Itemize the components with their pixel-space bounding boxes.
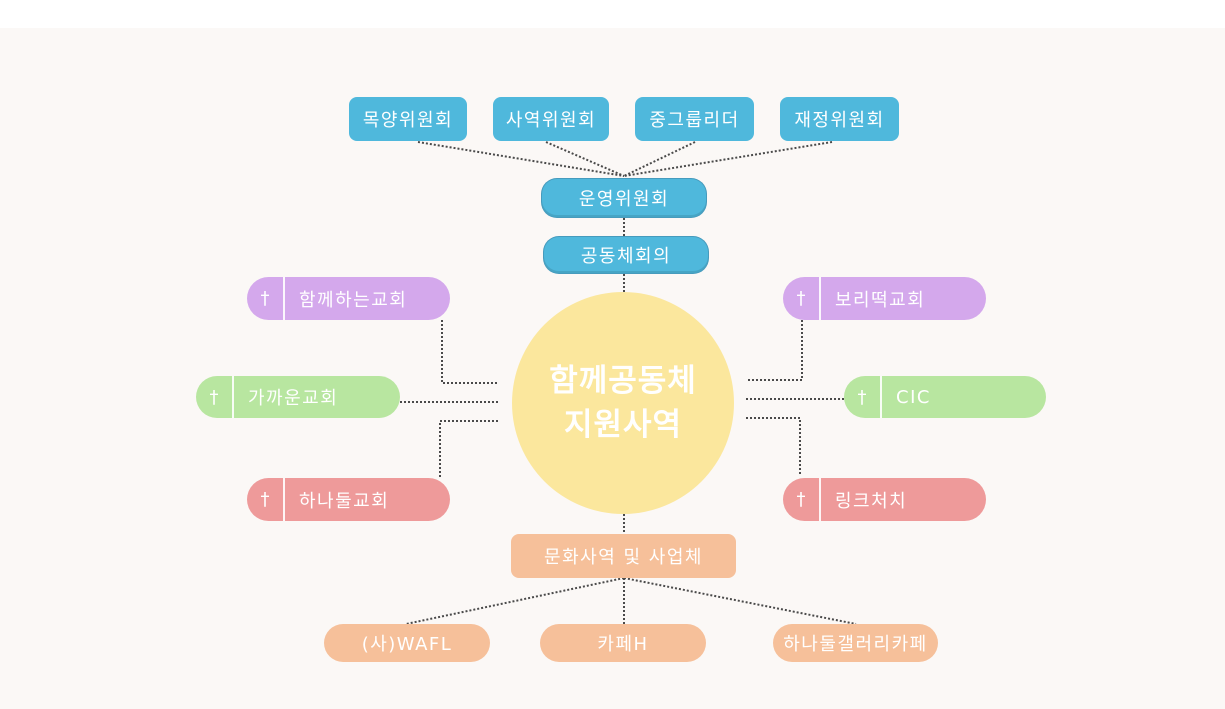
committee-box-ministry: 사역위원회 [493, 97, 609, 141]
church-box-left-3: † 하나둘교회 [247, 478, 450, 521]
church-box-right-2: † CIC [844, 376, 1046, 418]
cross-icon: † [844, 376, 882, 418]
connector-business-1 [405, 577, 625, 625]
cross-icon: † [196, 376, 234, 418]
center-title-line2: 지원사역 [563, 407, 683, 443]
center-circle: 함께공동체 지원사역 [512, 292, 734, 514]
church-box-right-3: † 링크처치 [783, 478, 986, 521]
business-box-cafe-h: 카페H [540, 624, 706, 662]
church-name: 함께하는교회 [299, 289, 408, 311]
connector-committee-4 [623, 141, 833, 177]
church-name: 보리떡교회 [835, 289, 926, 311]
business-box-wafl: (사)WAFL [324, 624, 490, 662]
church-name: CIC [896, 386, 931, 408]
church-name: 하나둘교회 [299, 490, 390, 512]
church-name: 링크처치 [835, 490, 908, 512]
center-title-line1: 함께공동체 [549, 363, 697, 399]
cross-icon: † [783, 478, 821, 521]
connector-right-1 [746, 320, 803, 381]
committee-box-group-leaders: 중그룹리더 [635, 97, 754, 141]
connector-committee-2 [545, 141, 625, 177]
church-name: 가까운교회 [248, 388, 339, 409]
cross-icon: † [783, 277, 821, 320]
church-box-left-1: † 함께하는교회 [247, 277, 450, 320]
church-box-left-2: † 가까운교회 [196, 376, 400, 418]
community-council-box: 공동체회의 [543, 236, 709, 274]
connector-left-3 [439, 420, 498, 478]
connector-committee-3 [623, 141, 696, 177]
committee-box-finance: 재정위원회 [780, 97, 899, 141]
cross-icon: † [247, 478, 285, 521]
church-box-right-1: † 보리떡교회 [783, 277, 986, 320]
cross-icon: † [247, 277, 285, 320]
connector-committee-1 [417, 141, 625, 177]
operating-committee-box: 운영위원회 [541, 178, 707, 218]
committee-box-pastoral: 목양위원회 [349, 97, 467, 141]
connector-business-3 [623, 577, 857, 625]
connector-left-1 [441, 320, 498, 384]
business-box-gallery-cafe: 하나둘갤러리카페 [773, 624, 938, 662]
culture-ministry-box: 문화사역 및 사업체 [511, 534, 736, 578]
connector-right-3 [746, 417, 801, 474]
